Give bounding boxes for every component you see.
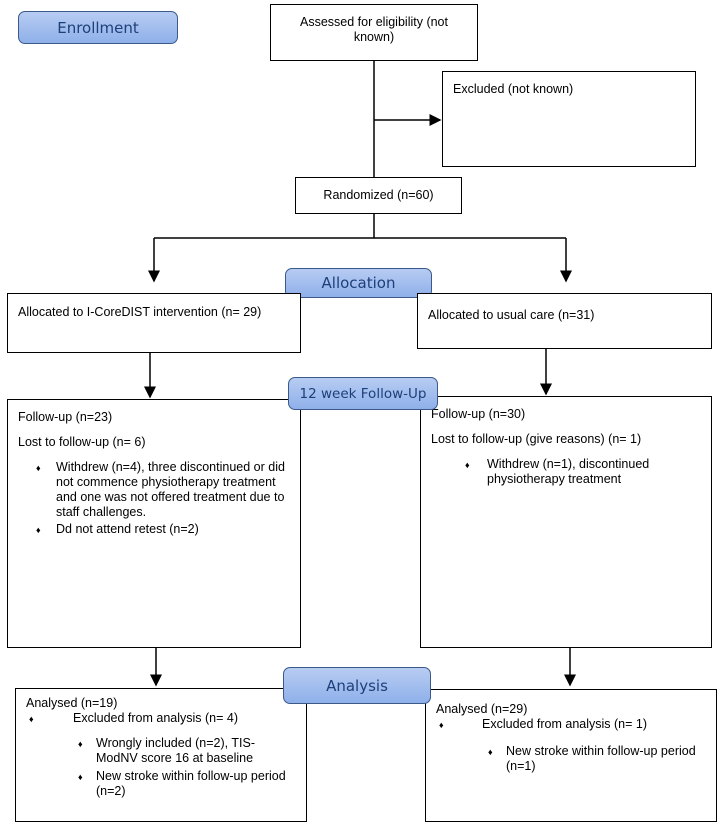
excluded-analysis-intervention-reasons: Wrongly included (n=2), TIS-ModNV score …: [26, 736, 296, 799]
stage-analysis: Analysis: [283, 667, 431, 704]
analysis-intervention-box: Analysed (n=19) Excluded from analysis (…: [15, 688, 307, 822]
allocated-usual-care-box: Allocated to usual care (n=31): [417, 293, 712, 349]
stage-allocation-label: Allocation: [321, 274, 396, 292]
followup-intervention-count: Follow-up (n=23): [18, 410, 113, 424]
stage-followup: 12 week Follow-Up: [288, 377, 438, 410]
randomized-box: Randomized (n=60): [295, 177, 462, 214]
assessed-box: Assessed for eligibility (not known): [270, 4, 478, 61]
allocated-intervention-text: Allocated to I-CoreDIST intervention (n=…: [18, 305, 262, 319]
randomized-text: Randomized (n=60): [323, 188, 434, 202]
lost-reason-item: Withdrew (n=1), discontinued physiothera…: [465, 457, 701, 487]
stage-enrollment: Enrollment: [18, 11, 178, 44]
excluded-reason-item: New stroke within follow-up period (n=1): [488, 744, 706, 774]
excluded-box: Excluded (not known): [442, 71, 696, 167]
followup-usual-care-count: Follow-up (n=30): [431, 407, 526, 421]
excluded-reason-item: Wrongly included (n=2), TIS-ModNV score …: [78, 736, 296, 766]
excluded-analysis-intervention: Excluded from analysis (n= 4): [26, 711, 296, 727]
lost-intervention-reasons: Withdrew (n=4), three discontinued or di…: [18, 460, 290, 538]
excluded-analysis-usual-care-reasons: New stroke within follow-up period (n=1): [436, 744, 706, 774]
excluded-reason-item: New stroke within follow-up period (n=2): [78, 769, 296, 799]
excluded-analysis-item: Excluded from analysis (n= 1): [439, 717, 706, 733]
stage-analysis-label: Analysis: [326, 676, 388, 695]
lost-intervention-count: Lost to follow-up (n= 6): [18, 435, 146, 449]
analysed-intervention-count: Analysed (n=19): [26, 696, 118, 710]
stage-followup-label: 12 week Follow-Up: [299, 385, 427, 402]
stage-allocation: Allocation: [285, 268, 432, 298]
allocated-intervention-box: Allocated to I-CoreDIST intervention (n=…: [7, 293, 301, 353]
excluded-analysis-item: Excluded from analysis (n= 4): [29, 711, 296, 727]
allocated-usual-care-text: Allocated to usual care (n=31): [428, 308, 595, 322]
assessed-text: Assessed for eligibility (not known): [300, 15, 448, 44]
analysis-usual-care-box: Analysed (n=29) Excluded from analysis (…: [425, 689, 717, 822]
lost-reason-item: Withdrew (n=4), three discontinued or di…: [36, 460, 290, 520]
followup-intervention-box: Follow-up (n=23) Lost to follow-up (n= 6…: [7, 399, 301, 648]
excluded-analysis-usual-care: Excluded from analysis (n= 1): [436, 717, 706, 733]
analysed-usual-care-count: Analysed (n=29): [436, 702, 528, 716]
followup-usual-care-box: Follow-up (n=30) Lost to follow-up (give…: [420, 396, 712, 648]
lost-usual-care-count: Lost to follow-up (give reasons) (n= 1): [431, 432, 642, 446]
stage-enrollment-label: Enrollment: [57, 18, 139, 37]
lost-usual-care-reasons: Withdrew (n=1), discontinued physiothera…: [431, 457, 701, 487]
excluded-text: Excluded (not known): [453, 82, 574, 96]
lost-reason-item: Dd not attend retest (n=2): [36, 522, 290, 538]
